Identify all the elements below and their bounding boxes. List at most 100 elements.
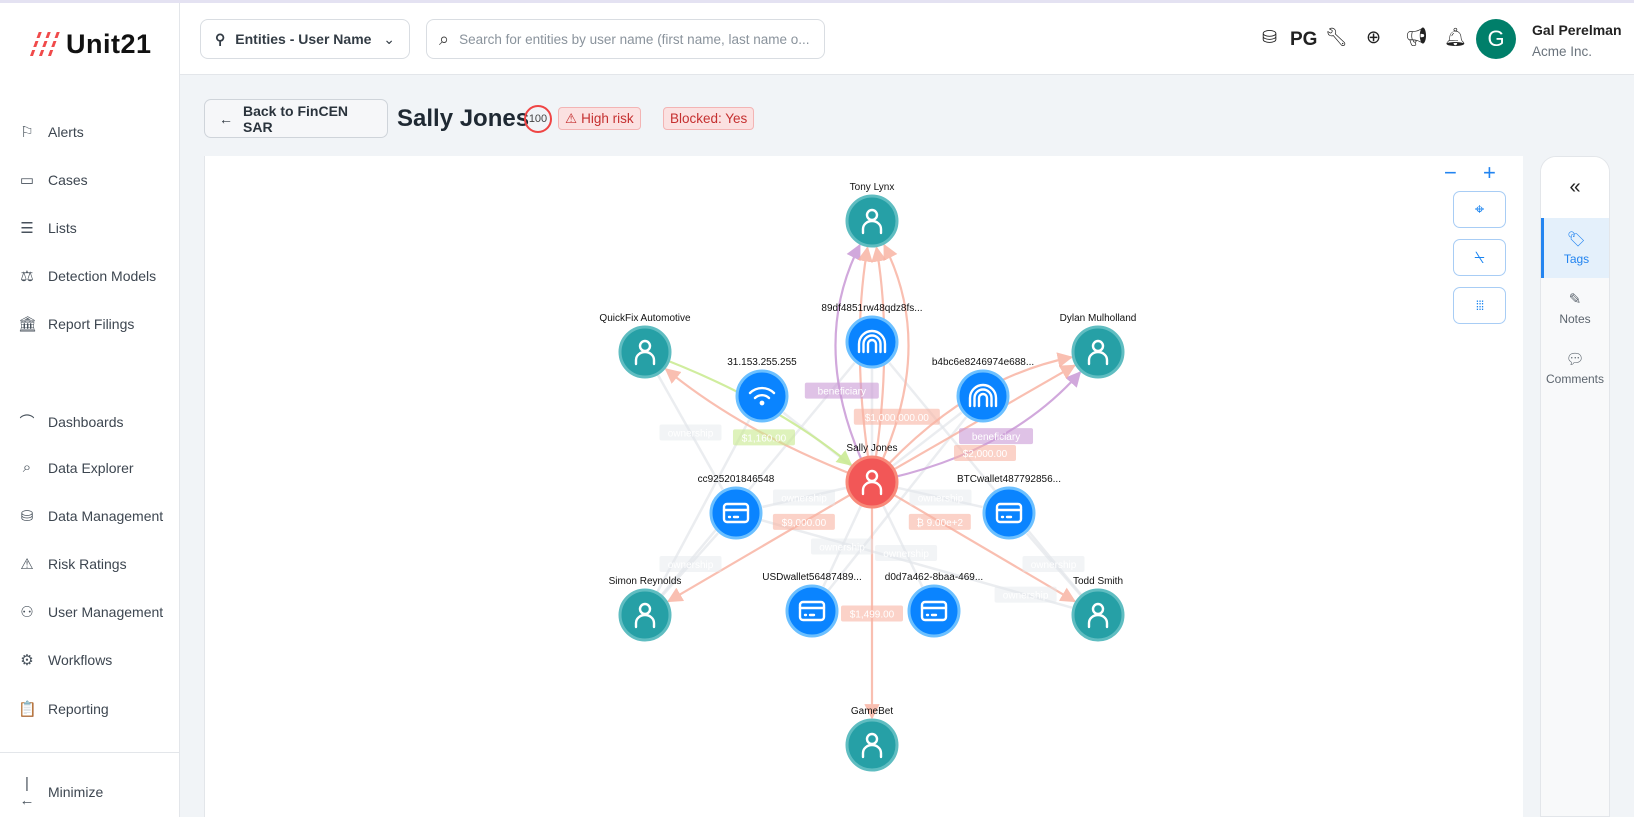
back-to-fincen-sar-button[interactable]: ←Back to FinCEN SAR xyxy=(204,99,388,138)
graph-node-fingerprint[interactable]: b4bc6e8246974e688... xyxy=(932,357,1034,423)
person-icon xyxy=(861,732,883,759)
edge-label: $1,160.00 xyxy=(732,429,795,446)
entity-type-select[interactable]: ⚲ Entities - User Name ⌄ xyxy=(200,19,410,59)
graph-node-wifi[interactable]: 31.153.255.255 xyxy=(727,357,797,423)
data-search-icon: ⌕ xyxy=(22,459,32,476)
graph-edge-money[interactable] xyxy=(666,481,873,603)
tab-tags[interactable]: 🏷︎Tags xyxy=(1541,218,1609,278)
graph-node-card[interactable]: d0d7a462-8baa-469... xyxy=(885,572,983,638)
svg-text:ownership: ownership xyxy=(781,494,827,505)
sidebar-item-lists[interactable]: ☰Lists xyxy=(18,219,77,237)
graph-node-fingerprint[interactable]: 89df4851rw48qdz8fs... xyxy=(821,303,923,369)
avatar[interactable]: G xyxy=(1476,19,1516,59)
search-placeholder: Search for entities by user name (first … xyxy=(459,31,810,47)
bell-icon[interactable]: 🔔︎ xyxy=(1444,27,1467,47)
person-icon xyxy=(634,602,656,629)
sidebar-item-dashboards[interactable]: ⌒Dashboards xyxy=(18,411,123,432)
graph-node-user[interactable]: QuickFix Automotive xyxy=(599,313,691,379)
search-icon: ⌕ xyxy=(439,28,450,49)
zoom-in-search-icon[interactable]: ⊕ xyxy=(1366,27,1382,47)
tab-comments[interactable]: 💬︎Comments xyxy=(1541,338,1609,398)
sidebar-item-data-explorer[interactable]: ⌕Data Explorer xyxy=(18,459,134,476)
user-icon: ⚲ xyxy=(215,30,226,47)
graph-node-user[interactable]: GameBet xyxy=(845,706,899,772)
sidebar-item-risk-ratings[interactable]: ⚠Risk Ratings xyxy=(18,555,127,573)
sidebar-item-data-management[interactable]: ⛁Data Management xyxy=(18,507,163,525)
sidebar: Unit21 ⚐Alerts ▭Cases ☰Lists ⚖Detection … xyxy=(0,3,180,817)
svg-text:$1,000,000.00: $1,000,000.00 xyxy=(865,413,929,424)
graph-edge-beneficiary[interactable] xyxy=(834,243,873,483)
zoom-in-button[interactable]: + xyxy=(1483,160,1496,185)
edge-label: ownership xyxy=(659,556,722,572)
sidebar-item-cases[interactable]: ▭Cases xyxy=(18,171,88,189)
sidebar-item-label: Cases xyxy=(48,172,88,188)
megaphone-icon[interactable]: 📢︎ xyxy=(1405,27,1428,47)
graph-node-card[interactable]: USDwallet56487489... xyxy=(762,572,862,638)
graph-node-focus[interactable]: Sally Jones xyxy=(845,443,899,509)
sidebar-item-user-management[interactable]: ⚇User Management xyxy=(18,603,163,621)
minimize-button[interactable]: |←Minimize xyxy=(18,775,104,809)
sidebar-item-label: Alerts xyxy=(48,124,84,140)
database-edit-icon: ⛁ xyxy=(20,508,34,525)
scale-icon: ⚖ xyxy=(20,268,34,285)
tab-notes[interactable]: ✎Notes xyxy=(1541,278,1609,338)
top-border xyxy=(0,0,1634,3)
edge-label: ₿ 9.00e+2 xyxy=(908,513,971,530)
sidebar-item-workflows[interactable]: ⚙Workflows xyxy=(18,651,112,669)
collapse-panel-button[interactable]: « xyxy=(1541,157,1609,218)
crosshair-icon: ⌖ xyxy=(1474,199,1485,219)
node-label: 89df4851rw48qdz8fs... xyxy=(821,303,922,314)
svg-text:ownership: ownership xyxy=(883,549,929,560)
node-label: USDwallet56487489... xyxy=(762,572,862,583)
sidebar-item-reporting[interactable]: 📋Reporting xyxy=(18,700,109,718)
graph-node-user[interactable]: Simon Reynolds xyxy=(609,576,682,642)
wrench-icon[interactable]: 🔧︎ xyxy=(1325,27,1348,47)
top-header: ⚲ Entities - User Name ⌄ ⌕ Search for en… xyxy=(180,3,1634,75)
grid-layout-button[interactable]: ⁞⁞⁞ xyxy=(1453,287,1506,324)
edge-label: $1,000,000.00 xyxy=(853,408,940,425)
sidebar-item-detection-models[interactable]: ⚖Detection Models xyxy=(18,267,156,285)
database-icon[interactable]: ⛁ xyxy=(1262,27,1278,47)
sidebar-item-report-filings[interactable]: 🏛Report Filings xyxy=(18,315,134,333)
pencil-icon: ✎ xyxy=(1568,291,1582,308)
graph-node-user[interactable]: Dylan Mulholland xyxy=(1060,313,1137,379)
person-icon xyxy=(634,339,656,366)
unit21-logo[interactable]: Unit21 xyxy=(28,29,152,60)
chevron-down-icon: ⌄ xyxy=(383,30,395,47)
graph-node-user[interactable]: Todd Smith xyxy=(1071,576,1125,642)
node-label: b4bc6e8246974e688... xyxy=(932,357,1034,368)
sidebar-item-alerts[interactable]: ⚐Alerts xyxy=(18,123,84,141)
graph-node-card[interactable]: cc925201846548 xyxy=(698,474,775,540)
edge-label: ownership xyxy=(909,489,972,506)
page-title: Sally Jones xyxy=(397,105,530,132)
graph-edge-money[interactable] xyxy=(871,481,1077,603)
graph-node-user[interactable]: Tony Lynx xyxy=(845,182,899,248)
right-panel: « 🏷︎Tags ✎Notes 💬︎Comments xyxy=(1540,156,1610,817)
graph-edge-money[interactable] xyxy=(871,243,910,483)
recenter-button[interactable]: ⌖ xyxy=(1453,191,1506,228)
svg-text:ownership: ownership xyxy=(1003,591,1049,602)
node-label: Todd Smith xyxy=(1073,576,1123,587)
graph-edge-ownership[interactable] xyxy=(888,362,1099,616)
sidebar-item-label: Risk Ratings xyxy=(48,556,127,572)
grid-dots-icon: ⁞⁞⁞ xyxy=(1475,298,1485,313)
entity-search-input[interactable]: ⌕ Search for entities by user name (firs… xyxy=(426,19,825,59)
person-icon xyxy=(861,208,883,235)
arrow-left-icon: ← xyxy=(219,110,233,127)
edge-label-layer: ownership ownership ownership ownership owne… xyxy=(659,382,1085,622)
entity-header: ←Back to FinCEN SAR Sally Jones 100 ⚠Hig… xyxy=(180,76,1634,156)
tenant-switcher[interactable]: PG xyxy=(1290,29,1318,50)
sidebar-item-label: Reporting xyxy=(48,701,109,717)
graph-node-card[interactable]: BTCwallet487792856... xyxy=(957,474,1061,540)
sidebar-item-label: Report Filings xyxy=(48,316,135,332)
edge-label: beneficiary xyxy=(804,382,879,399)
svg-text:beneficiary: beneficiary xyxy=(972,432,1020,443)
person-icon xyxy=(861,469,883,496)
hide-edges-button[interactable]: ⍀ xyxy=(1453,239,1506,276)
zoom-out-button[interactable]: − xyxy=(1444,160,1457,185)
avatar-letter: G xyxy=(1487,26,1505,51)
node-label: Simon Reynolds xyxy=(609,576,682,587)
